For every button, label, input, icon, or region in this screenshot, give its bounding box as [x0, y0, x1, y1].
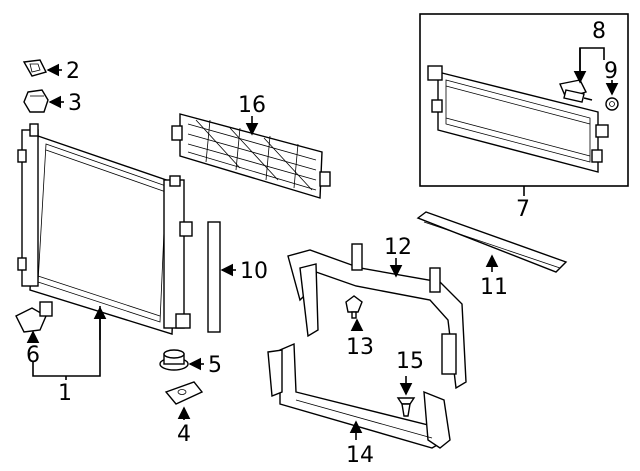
lower-mount: [15, 301, 53, 333]
callout-6: 6: [26, 343, 40, 368]
auxiliary-radiator: [427, 65, 609, 173]
callout-2: 2: [66, 59, 80, 84]
push-clip: [396, 397, 416, 417]
callout-13: 13: [346, 335, 374, 360]
callout-14: 14: [346, 443, 374, 468]
callout-11: 11: [480, 275, 508, 300]
upper-seal: [416, 211, 568, 273]
callout-9: 9: [604, 59, 618, 84]
upper-bushing: [23, 89, 49, 113]
lower-insulator: [159, 349, 189, 371]
callout-16: 16: [238, 93, 266, 118]
main-radiator: [17, 123, 193, 335]
air-deflector: [171, 113, 331, 199]
temperature-sensor: [559, 79, 593, 103]
upper-support: [287, 243, 467, 390]
callout-10: 10: [240, 259, 268, 284]
callout-1: 1: [58, 381, 72, 406]
mounting-bracket: [164, 381, 204, 405]
lower-support: [267, 342, 451, 449]
callout-5: 5: [208, 353, 222, 378]
callout-12: 12: [384, 235, 412, 260]
seal-strip: [207, 221, 221, 333]
bolt: [345, 295, 363, 319]
sealing-washer: [605, 97, 619, 111]
callout-4: 4: [177, 422, 191, 447]
callout-15: 15: [396, 349, 424, 374]
callout-7: 7: [516, 197, 530, 222]
callout-3: 3: [68, 91, 82, 116]
bracket-clip: [22, 59, 48, 77]
callout-8: 8: [592, 19, 606, 44]
